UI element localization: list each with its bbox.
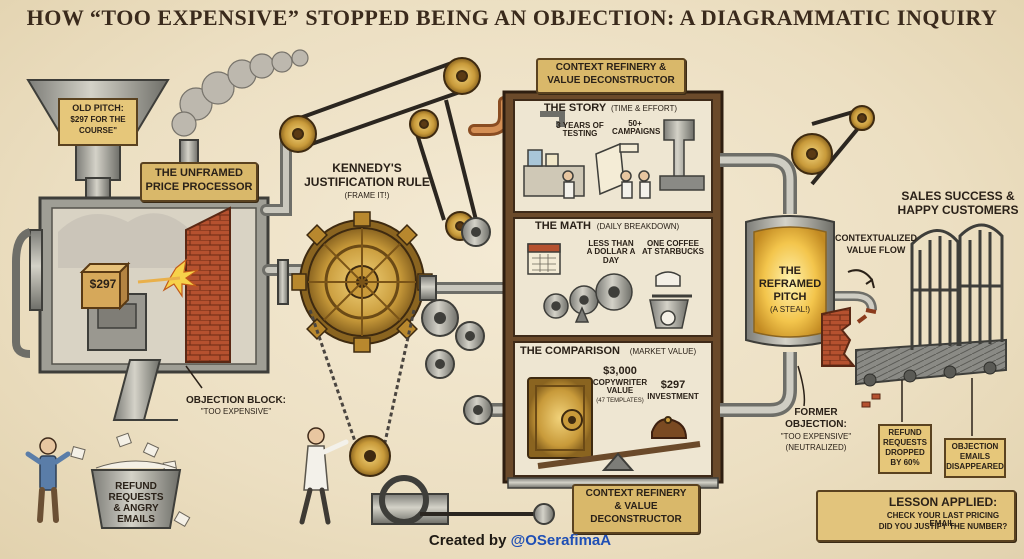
unframed-processor bbox=[12, 196, 270, 374]
refund-drop-line2: REQUESTS bbox=[882, 438, 927, 447]
processor-line1: THE UNFRAMED bbox=[155, 167, 243, 179]
refinery-bottom-line1: CONTEXT REFINERY bbox=[585, 488, 687, 499]
old-pitch-label: OLD PITCH: $297 FOR THE COURSE" bbox=[58, 98, 138, 146]
math-scene bbox=[527, 243, 692, 329]
objection-block-line1: OBJECTION BLOCK: bbox=[186, 395, 286, 406]
former-line1: FORMER bbox=[794, 407, 838, 418]
kennedy-line2: JUSTIFICATION RULE bbox=[304, 175, 430, 189]
math-sub: (DAILY BREAKDOWN) bbox=[596, 222, 680, 231]
emails-gone-line3: DISAPPEARED bbox=[946, 462, 1004, 471]
emails-gone-line2: EMAILS bbox=[959, 452, 991, 461]
flow-line1: CONTEXTUALIZED bbox=[835, 233, 917, 243]
refinery-top-line1: CONTEXT REFINERY & bbox=[555, 62, 667, 73]
comparison-sub: (MARKET VALUE) bbox=[629, 347, 697, 356]
crank-wheel bbox=[349, 435, 555, 525]
flow-line2: VALUE FLOW bbox=[846, 245, 906, 255]
story-years: 3 YEARS OF TESTING bbox=[556, 121, 604, 139]
refinery-top-plate: CONTEXT REFINERY & VALUE DECONSTRUCTOR bbox=[536, 58, 686, 94]
chute bbox=[112, 359, 178, 421]
right-pipes bbox=[720, 153, 877, 417]
gates bbox=[910, 223, 1004, 350]
kennedy-line1: KENNEDY'S bbox=[332, 161, 402, 175]
smoke bbox=[171, 49, 309, 137]
emails-gone-label: OBJECTION EMAILS DISAPPEARED bbox=[944, 438, 1006, 478]
refund-bin-line1: REFUND bbox=[115, 481, 157, 492]
lesson-line2: DID YOU JUSTIFY THE NUMBER? bbox=[878, 522, 1008, 531]
copy-value: $3,000 bbox=[603, 365, 637, 377]
confused-person bbox=[25, 437, 71, 523]
objection-block-line2: "TOO EXPENSIVE" bbox=[200, 407, 272, 416]
lesson-heading: LESSON APPLIED: bbox=[888, 495, 998, 509]
story-scene bbox=[523, 111, 705, 199]
chain bbox=[308, 309, 416, 457]
invest-value: $297 bbox=[660, 379, 686, 391]
reframed-line3: PITCH bbox=[773, 291, 807, 303]
flow-arrows bbox=[847, 269, 875, 289]
lesson-panel: LESSON APPLIED: CHECK YOUR LAST PRICING … bbox=[816, 490, 1016, 542]
comparison-heading: THE COMPARISON bbox=[519, 345, 621, 357]
broken-wall bbox=[821, 306, 881, 408]
story-sub: (TIME & EFFORT) bbox=[610, 104, 678, 113]
refund-drop-line1: REFUND bbox=[888, 428, 922, 437]
reframed-line1: THE bbox=[779, 265, 801, 277]
math-dollar: LESS THAN A DOLLAR A DAY bbox=[586, 239, 636, 265]
price-box-label: $297 bbox=[89, 277, 117, 291]
refinery-bottom-line2: & VALUE bbox=[614, 501, 658, 512]
old-pitch-line1: OLD PITCH: bbox=[72, 103, 124, 113]
price-box bbox=[79, 261, 131, 311]
refinery-top-line2: VALUE DECONSTRUCTOR bbox=[547, 75, 675, 86]
former-line2: OBJECTION: bbox=[785, 419, 847, 430]
math-heading: THE MATH bbox=[534, 220, 591, 232]
page-title: HOW “TOO EXPENSIVE” STOPPED BEING AN OBJ… bbox=[26, 5, 998, 30]
invest-desc: INVESTMENT bbox=[647, 392, 699, 401]
lesson-line1: CHECK YOUR LAST PRICING EMAIL. bbox=[886, 511, 1000, 529]
scientist bbox=[299, 427, 349, 525]
old-pitch-line3: COURSE" bbox=[78, 126, 118, 135]
callout-lines bbox=[185, 365, 973, 436]
credit-handle[interactable]: @OSerafimaA bbox=[510, 532, 612, 549]
refinery-bottom-line3: DECONSTRUCTOR bbox=[590, 514, 682, 525]
kennedy-line3: (FRAME IT!) bbox=[344, 191, 390, 200]
emails-gone-line1: OBJECTION bbox=[951, 442, 999, 451]
refund-bin-line3: & ANGRY bbox=[113, 503, 159, 514]
refund-drop-line4: BY 60% bbox=[890, 458, 920, 467]
former-line3: "TOO EXPENSIVE" bbox=[780, 432, 852, 441]
small-gears bbox=[421, 217, 493, 425]
credit-line: Created by @OSerafimaA bbox=[380, 532, 660, 549]
former-line4: (NEUTRALIZED) bbox=[785, 443, 847, 452]
conveyor bbox=[855, 338, 1007, 387]
sales-line2: HAPPY CUSTOMERS bbox=[897, 203, 1019, 217]
story-heading: THE STORY bbox=[543, 102, 607, 114]
shaft bbox=[277, 259, 437, 305]
processor-plate: THE UNFRAMED PRICE PROCESSOR bbox=[140, 162, 258, 202]
refund-bin-line4: EMAILS bbox=[117, 514, 155, 525]
refund-drop-line3: DROPPED bbox=[885, 448, 925, 457]
refinery-bottom-plate: CONTEXT REFINERY & VALUE DECONSTRUCTOR bbox=[572, 484, 700, 534]
old-pitch-line2: $297 FOR THE bbox=[70, 115, 126, 124]
refund-bin-line2: REQUESTS bbox=[108, 492, 164, 503]
copy-desc: COPYWRITER VALUE bbox=[592, 378, 648, 396]
kennedy-gear bbox=[291, 211, 433, 353]
math-coffee: ONE COFFEE AT STARBUCKS bbox=[642, 239, 704, 257]
refund-bin bbox=[90, 460, 182, 529]
story-campaigns: 50+ CAMPAIGNS bbox=[612, 119, 661, 137]
comparison-scene bbox=[527, 377, 701, 471]
sales-line1: SALES SUCCESS & bbox=[901, 189, 1015, 203]
reframed-line4: (A STEAL!) bbox=[769, 305, 810, 314]
credit-prefix: Created by bbox=[428, 532, 507, 549]
reframed-line2: REFRAMED bbox=[758, 278, 822, 290]
copy-note: (47 TEMPLATES) bbox=[596, 398, 644, 404]
refund-drop-label: REFUND REQUESTS DROPPED BY 60% bbox=[878, 424, 932, 474]
processor-line2: PRICE PROCESSOR bbox=[145, 181, 253, 193]
